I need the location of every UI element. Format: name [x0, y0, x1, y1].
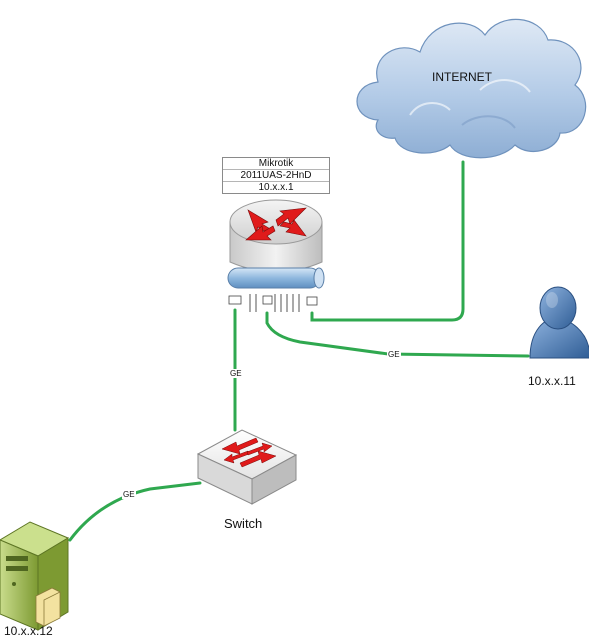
user-ip-label: 10.x.x.11 — [528, 374, 576, 388]
switch-label: Switch — [224, 516, 263, 531]
server-ip-label: 10.x.x.12 — [4, 624, 53, 638]
link-router-internet — [310, 160, 465, 322]
router-model-name: Mikrotik — [258, 158, 294, 169]
link-label-switch-server: GE — [122, 490, 136, 499]
router-ip-address: 10.x.x.1 — [223, 181, 329, 193]
router-model-number: 2011UAS-2HnD — [223, 169, 329, 181]
link-router-user — [265, 311, 530, 358]
link-label-router-user: GE — [387, 350, 401, 359]
router-label-box: Mikrotik 2011UAS-2HnD 10.x.x.1 — [222, 157, 330, 194]
user-icon — [529, 286, 589, 359]
server-icon — [0, 521, 70, 631]
switch-icon — [196, 429, 298, 505]
link-switch-server — [68, 481, 202, 542]
cloud-icon — [356, 18, 587, 159]
internet-label: INTERNET — [432, 70, 492, 84]
router-icon — [227, 199, 325, 312]
link-label-router-switch: GE — [229, 369, 243, 378]
